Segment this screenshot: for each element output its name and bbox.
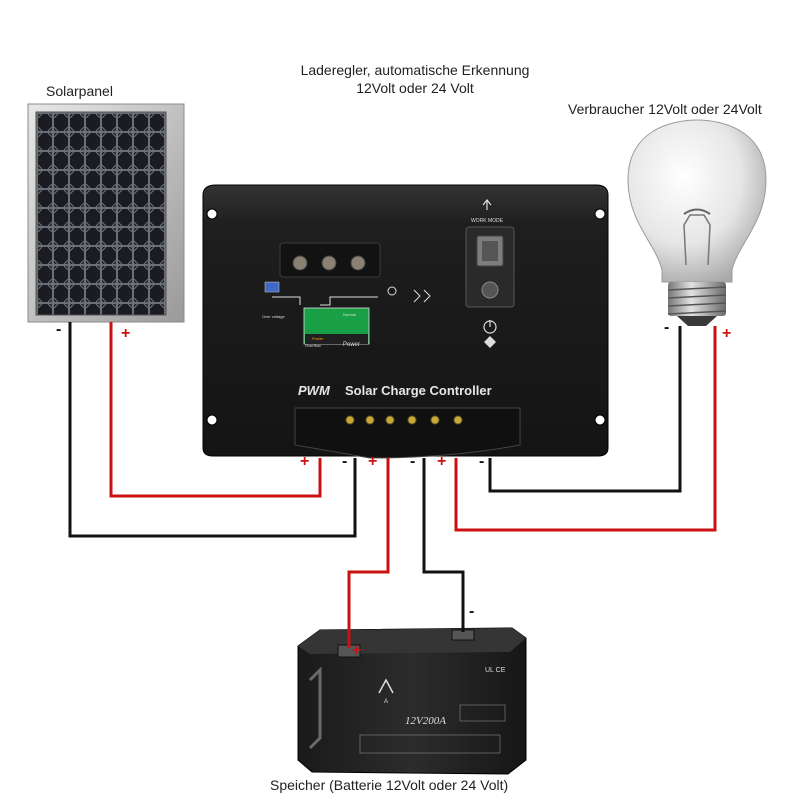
pwm-brand: PWM xyxy=(298,383,331,398)
load-plus: + xyxy=(722,325,731,342)
solar-panel xyxy=(27,103,185,323)
overflow-text: Overflow xyxy=(305,343,321,348)
solar-minus: - xyxy=(56,321,61,338)
battery-label: Speicher (Batterie 12Volt oder 24 Volt) xyxy=(270,777,509,793)
solar-plus: + xyxy=(121,325,130,342)
ctrl-solar-minus: - xyxy=(342,453,347,470)
power-text: Power xyxy=(343,342,360,348)
ctrl-battery-plus: + xyxy=(368,453,377,470)
wire-battery-positive xyxy=(347,458,390,648)
normal-text: Normal xyxy=(343,312,356,317)
ctrl-solar-plus: + xyxy=(300,453,309,470)
terminal-screws xyxy=(345,415,463,425)
work-mode-label: WORK MODE xyxy=(471,218,504,224)
power-small-text: Power xyxy=(312,336,324,341)
charge-controller: Normal Over voltage Power Overflow Power… xyxy=(202,184,609,459)
mini-solar-icon xyxy=(264,281,280,293)
battery-brand-mark: A xyxy=(384,699,388,705)
battery-minus: - xyxy=(469,603,474,620)
polarity-marks: - + + - + - + - - + + - xyxy=(56,319,731,659)
controller-title-line1: Laderegler, automatische Erkennung xyxy=(300,62,530,78)
wire-battery-negative xyxy=(422,458,465,632)
wire-load-negative xyxy=(488,326,682,493)
battery-plus: + xyxy=(352,642,361,659)
solar-panel-label: Solarpanel xyxy=(46,83,113,99)
wire-load-positive xyxy=(454,326,717,532)
battery-brand-logo xyxy=(378,678,394,694)
light-bulb xyxy=(627,119,767,326)
product-name: Solar Charge Controller xyxy=(345,383,492,398)
wires xyxy=(68,322,717,648)
ctrl-load-plus: + xyxy=(437,453,446,470)
mini-bulb-icon xyxy=(387,286,397,296)
over-voltage-text: Over voltage xyxy=(262,314,285,319)
battery: A 12V200A UL CE xyxy=(297,627,527,775)
wire-solar-negative xyxy=(68,322,357,538)
wire-solar-positive xyxy=(109,322,322,498)
ctrl-battery-minus: - xyxy=(410,453,415,470)
ctrl-load-minus: - xyxy=(479,453,484,470)
controller-title-line2: 12Volt oder 24 Volt xyxy=(356,80,474,96)
load-label: Verbraucher 12Volt oder 24Volt xyxy=(568,101,762,117)
ul-ce-marks: UL CE xyxy=(485,667,506,674)
load-minus: - xyxy=(664,319,669,336)
diamond-icon xyxy=(484,336,496,348)
battery-model: 12V200A xyxy=(405,715,446,727)
controller-title: Laderegler, automatische Erkennung 12Vol… xyxy=(250,61,580,97)
work-mode-button xyxy=(481,281,499,299)
up-arrow-icon xyxy=(482,199,492,210)
